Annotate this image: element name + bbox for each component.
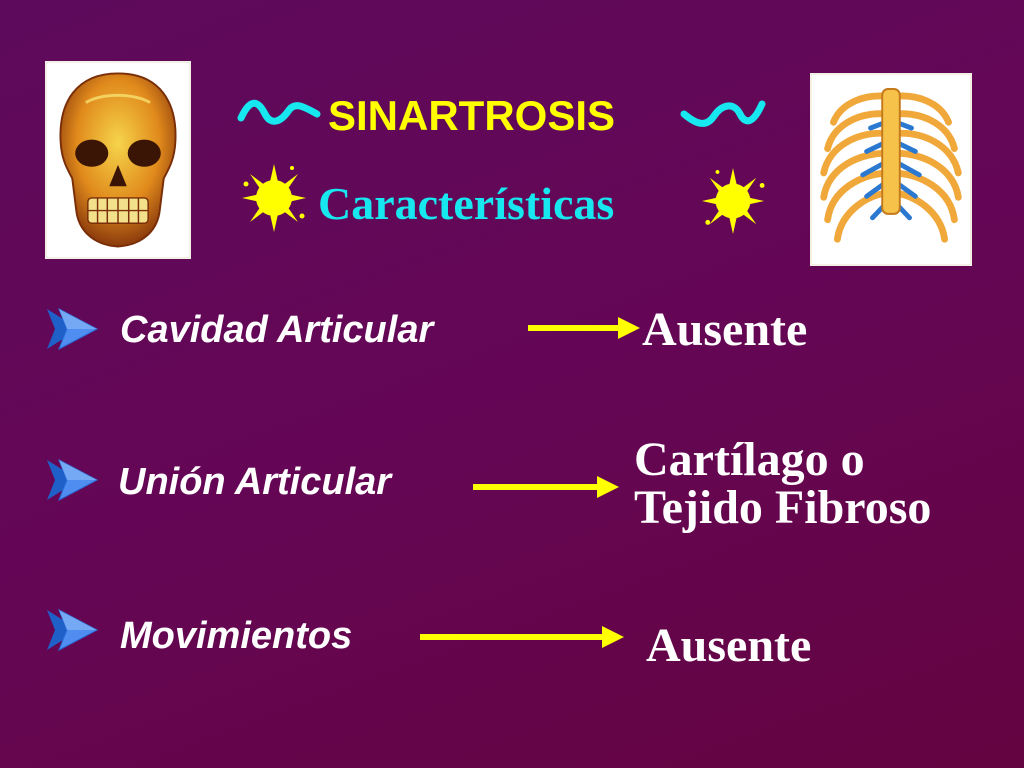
- slide-title: SINARTROSIS: [328, 92, 616, 139]
- arrow-icon: [420, 626, 624, 648]
- row-label-cavidad: Cavidad Articular: [120, 309, 434, 351]
- row-value-movimientos: Ausente: [646, 619, 812, 672]
- row-value-union-line1: Cartílago o: [634, 433, 865, 486]
- rib-cage-image: [810, 73, 972, 266]
- row-label-movimientos: Movimientos: [120, 615, 353, 657]
- squiggle-icon: [680, 100, 766, 127]
- row-value-cavidad: Ausente: [642, 303, 808, 356]
- skull-image: [45, 61, 191, 259]
- row-value-union-line2: Tejido Fibroso: [634, 481, 932, 534]
- arrow-icon: [473, 476, 619, 498]
- chevron-bullet-icon: [47, 608, 99, 652]
- slide-subtitle: Características: [318, 178, 615, 229]
- splat-icon: [701, 168, 765, 234]
- skull-illustration: [59, 72, 177, 248]
- chevron-bullet-icon: [47, 307, 99, 351]
- splat-icon: [242, 164, 306, 232]
- chevron-bullet-icon: [47, 458, 99, 502]
- squiggle-icon: [237, 99, 321, 125]
- arrow-icon: [528, 317, 640, 339]
- rib-cage-illustration: [812, 75, 970, 264]
- row-label-union: Unión Articular: [118, 461, 392, 503]
